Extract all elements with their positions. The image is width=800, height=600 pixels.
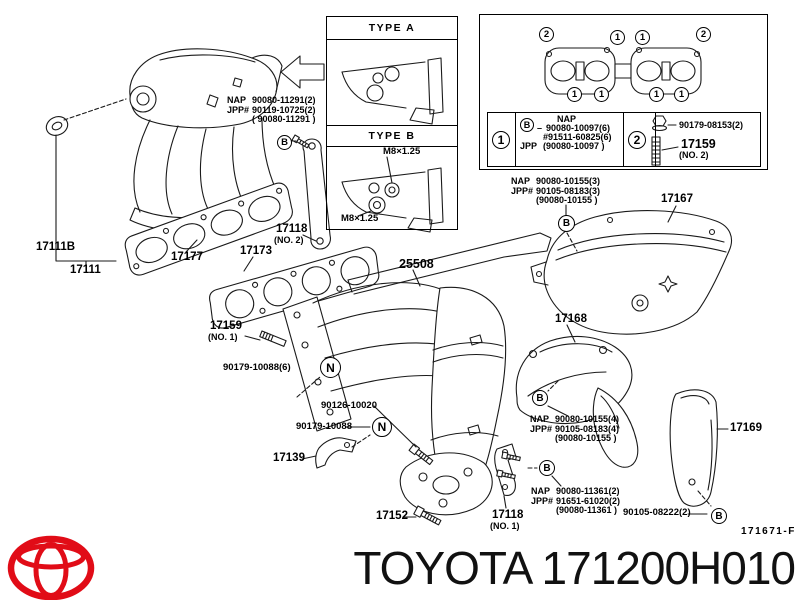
part-label-stay-no1: 17118	[492, 509, 524, 521]
callout-circle: 1	[635, 30, 650, 45]
legend-item1-jpp-label: JPP	[520, 141, 538, 151]
part-label-stud-no1-note: (NO. 1)	[208, 332, 238, 342]
type-a-title: TYPE A	[368, 22, 416, 34]
legend-item1-value1: 90080-10097(6)	[546, 123, 611, 133]
callout-circle: 1	[674, 87, 689, 102]
stay-bolt2-icon	[496, 469, 516, 480]
type-a-drawing	[341, 57, 444, 125]
shield4-bolt-callout: B	[532, 390, 548, 406]
legend-item2-stud-value: 17159	[681, 137, 716, 151]
part-label-shield-center: 17168	[555, 313, 587, 325]
seal-drawing	[45, 116, 69, 136]
part-label-nut-set: 90179-10088(6)	[223, 362, 291, 373]
legend-col-callout-2	[624, 113, 656, 166]
part-label-shield-upper: 17167	[661, 193, 693, 205]
part-label-exhaust-manifold: 25508	[399, 257, 434, 271]
nut-icon	[651, 115, 668, 132]
shield3-bolt-callout: B	[558, 215, 575, 232]
part-label-bolt-converter: 90126-10020	[321, 400, 377, 411]
brand-part-number: TOYOTA 171200H010	[353, 542, 796, 594]
converter-bolt-icon	[408, 443, 434, 466]
fastener-legend-table	[487, 112, 761, 167]
exhaust-gasket-drawing	[209, 246, 380, 329]
legend-item1-letter: B	[520, 118, 534, 132]
part-label-shield-side: 17169	[730, 422, 762, 434]
intake-gasket-drawing	[124, 182, 293, 276]
part-label-bracket: 17139	[273, 452, 305, 464]
callout-circle: 1	[567, 87, 582, 102]
leader-lines	[55, 124, 729, 518]
legend-item2-nut-value: 90179-08153(2)	[679, 120, 744, 130]
type-variants-box: TYPE A TYPE B	[326, 16, 458, 230]
legend-col-item-1	[516, 113, 624, 166]
dashed-leader-lines	[63, 98, 712, 507]
part-label-stud-no1: 17159	[210, 320, 242, 332]
part-label-stay-no1-note: (NO. 1)	[490, 521, 520, 531]
toyota-logo-icon	[7, 535, 95, 600]
part-label-exhaust-gasket: 17173	[240, 245, 272, 257]
stud-icon	[651, 136, 661, 166]
fastener-legend-box	[479, 14, 768, 170]
intake-bolt-callout: B	[277, 135, 292, 150]
type-b-drawing	[341, 156, 444, 233]
part-label-intake-gasket: 17177	[171, 251, 203, 263]
bracket-drawing	[315, 437, 357, 469]
legend-item1-dash: –	[537, 123, 543, 133]
upper-heat-shield-drawing	[530, 210, 733, 335]
stud-no1-icon	[259, 330, 287, 347]
part-label-seal: 17111B	[36, 241, 76, 253]
callout-circle: 2	[539, 27, 554, 42]
legend-col-callout-1	[488, 113, 516, 166]
part-label-shield-bolt: 90105-08222(2)	[623, 507, 691, 518]
side-heat-shield-drawing	[669, 389, 718, 507]
left-arrow-icon	[280, 55, 325, 89]
exhaust-manifold-drawing	[282, 232, 552, 516]
stay-no2-drawing	[302, 138, 331, 250]
part-label-intake-manifold: 17111	[70, 264, 101, 276]
legend-item1-value2: #91511-60825(6)	[543, 132, 612, 142]
nut-callout: N	[372, 417, 392, 437]
diagram-ref-code: 171671-F	[741, 526, 796, 537]
stay-bolt-callout: B	[539, 460, 555, 476]
legend-item1-value3: (90080-10097 )	[543, 141, 605, 151]
shield-bolt-callout: B	[711, 508, 727, 524]
callout-circle: 1	[649, 87, 664, 102]
legend-item1-nap-label: NAP	[557, 114, 577, 124]
callout-circle: 2	[696, 27, 711, 42]
legend-item2-number: 2	[628, 131, 646, 149]
part-label-stay-no2: 17118	[276, 223, 308, 235]
legend-item1-number: 1	[492, 131, 510, 149]
legend-item2-stud-note: (NO. 2)	[679, 150, 709, 160]
thread-size-label-top: M8×1.25	[383, 146, 421, 157]
lower-bolt-icon	[413, 505, 442, 526]
callout-circle: 1	[594, 87, 609, 102]
nut-callout: N	[320, 357, 341, 378]
stay-bolt-icon	[501, 451, 521, 462]
part-label-nut-single: 90179-10088	[296, 421, 352, 432]
part-label-bolt-lower: 17152	[376, 510, 408, 522]
type-b-title: TYPE B	[368, 130, 416, 142]
legend-gasket-drawing	[544, 46, 702, 96]
thread-size-label-bottom: M8×1.25	[341, 213, 379, 224]
callout-circle: 1	[610, 30, 625, 45]
part-label-stay-no2-note: (NO. 2)	[274, 235, 304, 245]
